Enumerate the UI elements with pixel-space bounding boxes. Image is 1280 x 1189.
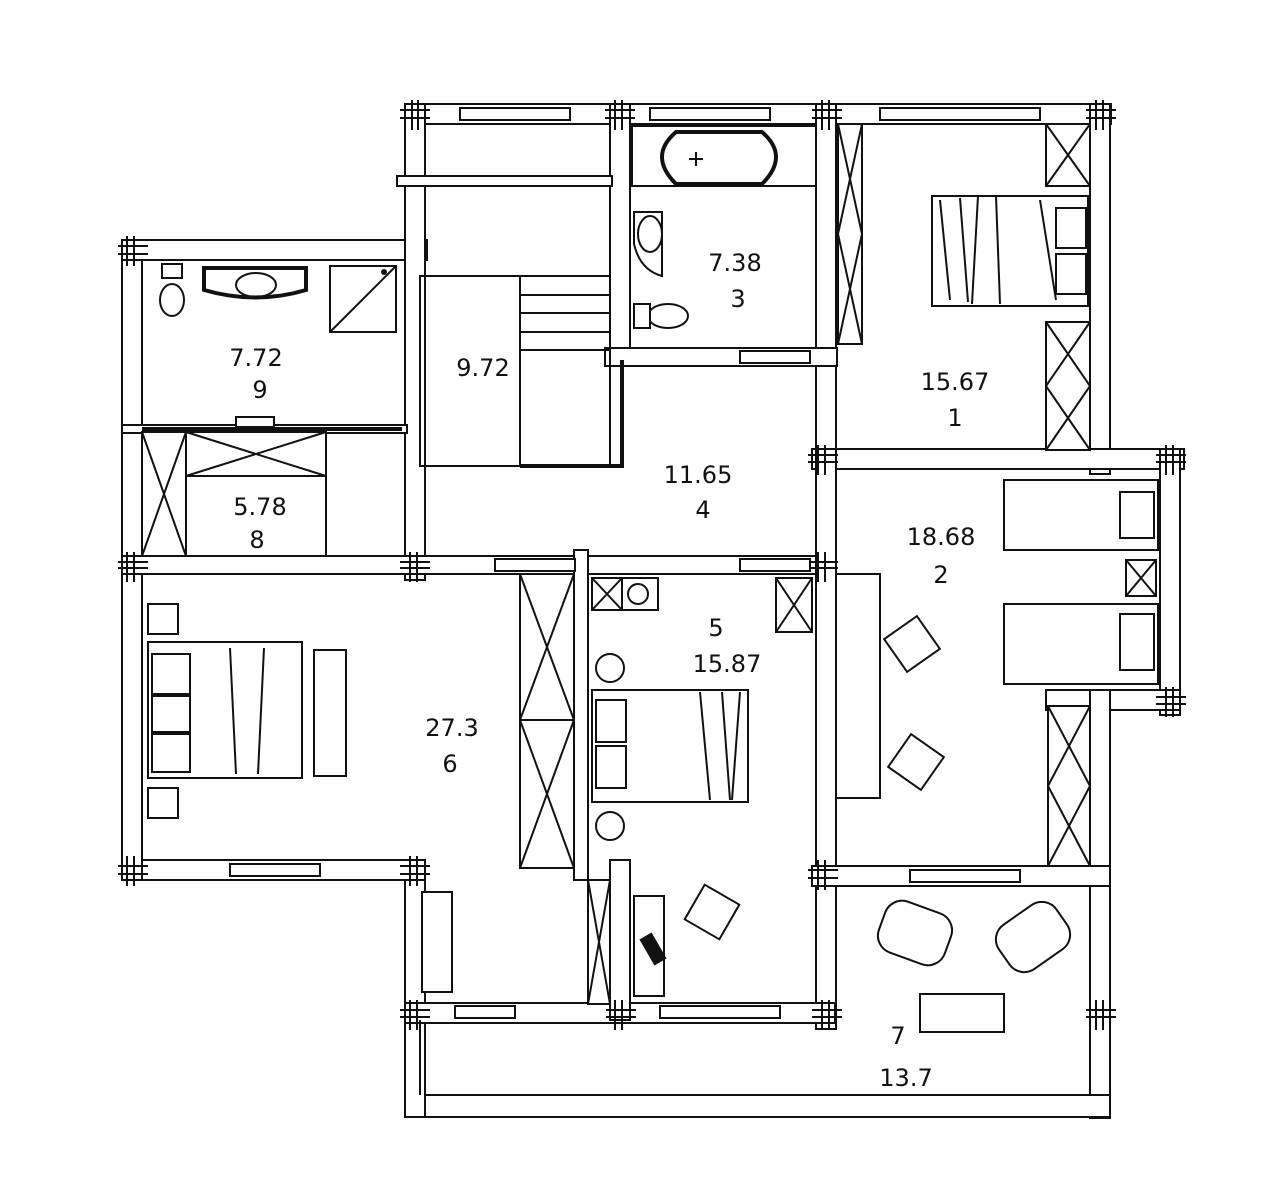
svg-text:6: 6 (442, 750, 457, 778)
staircase (419, 275, 624, 468)
svg-text:5: 5 (708, 614, 723, 642)
stair-label: 9.72 (456, 354, 509, 382)
bathroom-9-fixtures (142, 263, 402, 431)
room-3-label: 7.38 3 (708, 249, 761, 313)
room-5-label: 5 15.87 (693, 614, 762, 678)
bedroom-2-furniture (835, 479, 1159, 867)
room-9-label: 7.72 9 (229, 344, 282, 404)
svg-text:18.68: 18.68 (907, 523, 976, 551)
svg-text:1: 1 (947, 404, 962, 432)
wardrobe-8 (141, 431, 327, 557)
svg-text:27.3: 27.3 (425, 714, 478, 742)
terrace-7-furniture (419, 899, 1072, 1095)
svg-text:8: 8 (249, 526, 264, 554)
bedroom-1-furniture (836, 123, 1092, 451)
bedroom-6-furniture (147, 603, 453, 993)
svg-text:2: 2 (933, 561, 948, 589)
room-6-label: 27.3 6 (425, 714, 478, 778)
svg-text:15.87: 15.87 (693, 650, 762, 678)
log-joints (118, 100, 1186, 1030)
svg-text:5.78: 5.78 (233, 493, 286, 521)
svg-text:11.65: 11.65 (664, 461, 733, 489)
svg-text:15.67: 15.67 (921, 368, 990, 396)
svg-text:7.72: 7.72 (229, 344, 282, 372)
room-1-label: 15.67 1 (921, 368, 990, 432)
svg-text:13.7: 13.7 (879, 1064, 932, 1092)
room-labels: 15.67 1 18.68 2 7.38 3 11.65 4 5 15.87 2… (229, 249, 989, 1092)
windows (229, 107, 1041, 1019)
svg-text:9: 9 (252, 376, 267, 404)
svg-text:7.38: 7.38 (708, 249, 761, 277)
room-7-label: 7 13.7 (879, 1022, 932, 1092)
room-4-label: 11.65 4 (664, 461, 733, 524)
svg-text:9.72: 9.72 (456, 354, 509, 382)
svg-text:3: 3 (730, 285, 745, 313)
room-8-label: 5.78 8 (233, 493, 286, 554)
room-2-label: 18.68 2 (907, 523, 976, 589)
bedroom-5-furniture (518, 573, 813, 1005)
svg-text:4: 4 (695, 496, 710, 524)
svg-text:7: 7 (890, 1022, 905, 1050)
bathroom-3-fixtures (631, 125, 817, 329)
